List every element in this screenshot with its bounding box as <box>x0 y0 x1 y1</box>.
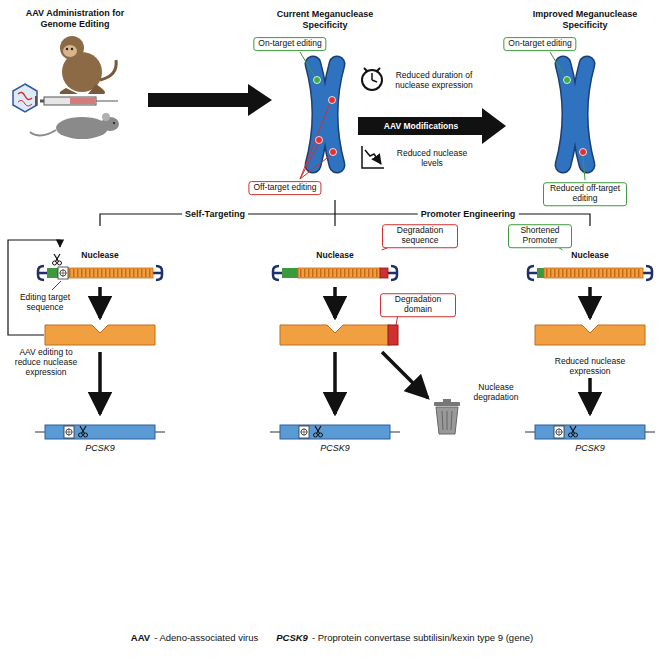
box-text: Shortened Promoter <box>513 226 567 246</box>
clock-icon <box>362 68 382 90</box>
gene-symbol <box>270 422 400 442</box>
gene-target: PCSK9 <box>525 422 655 458</box>
feedback-line <box>8 240 60 335</box>
leader-line <box>559 248 563 250</box>
mouse-figure <box>30 113 119 139</box>
callout-box: On-target editing <box>253 37 326 51</box>
annotation: AAV editing to reduce nuclease expressio… <box>13 347 79 378</box>
callout-box: Degradation domain <box>380 293 456 317</box>
aav-capsid <box>13 84 37 112</box>
callout-box: Off-target editing <box>248 181 321 195</box>
trash-can <box>434 399 460 434</box>
branch-label: Promoter Engineering <box>418 209 519 220</box>
box-text: On-target editing <box>258 39 321 49</box>
gene-name: PCSK9 <box>270 443 400 454</box>
box-text: Degradation domain <box>385 295 451 315</box>
box-text: Reduced off-target editing <box>548 184 622 204</box>
legend-definition: - Adeno-associated virus <box>154 632 258 643</box>
panel-heading: Improved Meganuclease Specificity <box>525 9 645 31</box>
big-arrow <box>148 84 272 116</box>
annotation: Nuclease degradation <box>465 382 527 402</box>
syringe <box>36 96 118 106</box>
degradation-domain <box>388 325 398 345</box>
legend-term: AAV <box>131 632 150 643</box>
decline-chart-icon <box>362 146 384 168</box>
panel-heading: AAV Administration for Genome Editing <box>10 8 140 30</box>
callout-box: Shortened Promoter <box>508 224 572 248</box>
big-arrow <box>358 108 506 144</box>
box-text: Degradation sequence <box>387 226 453 246</box>
gene-target: PCSK9 <box>270 422 400 458</box>
box-text: Off-target editing <box>253 183 316 193</box>
aav-construct: Nuclease <box>525 250 655 284</box>
callout-box: Degradation sequence <box>382 224 458 248</box>
callout-box: Reduced off-target editing <box>543 182 627 206</box>
panel-heading: Current Meganuclease Specificity <box>265 9 385 31</box>
legend-term: PCSK9 <box>276 632 308 643</box>
gene-symbol <box>525 422 655 442</box>
chromosome <box>300 52 337 179</box>
aav-construct: Nuclease <box>35 250 165 284</box>
branch-bracket <box>100 200 590 226</box>
leader-line <box>382 248 388 250</box>
gene-name: PCSK9 <box>525 443 655 454</box>
gene-target: PCSK9 <box>35 422 165 458</box>
annotation: Reduced duration of nuclease expression <box>386 70 482 90</box>
construct-label: Nuclease <box>35 250 165 260</box>
annotation: Editing target sequence <box>16 292 74 312</box>
chromosome <box>550 52 587 180</box>
annotation: Reduced nuclease expression <box>542 356 638 376</box>
construct-label: Nuclease <box>525 250 655 260</box>
nuclease-protein <box>45 325 645 345</box>
annotation: Reduced nuclease levels <box>392 148 472 168</box>
construct-label: Nuclease <box>270 250 400 260</box>
gene-name: PCSK9 <box>35 443 165 454</box>
gene-symbol <box>35 422 165 442</box>
callout-box: On-target editing <box>503 37 576 51</box>
monkey-figure <box>60 36 117 94</box>
flow-arrow <box>100 287 590 414</box>
footer-legend: AAV - Adeno-associated virus PCSK9 - Propro… <box>0 632 664 643</box>
branch-label: Self-Targeting <box>182 209 248 220</box>
arrow-label: AAV Modifications <box>384 121 458 131</box>
box-text: On-target editing <box>508 39 571 49</box>
leader-line <box>52 281 61 290</box>
legend-definition: - Proprotein convertase subtilisin/kexin… <box>312 632 533 643</box>
aav-construct: Nuclease <box>270 250 400 284</box>
